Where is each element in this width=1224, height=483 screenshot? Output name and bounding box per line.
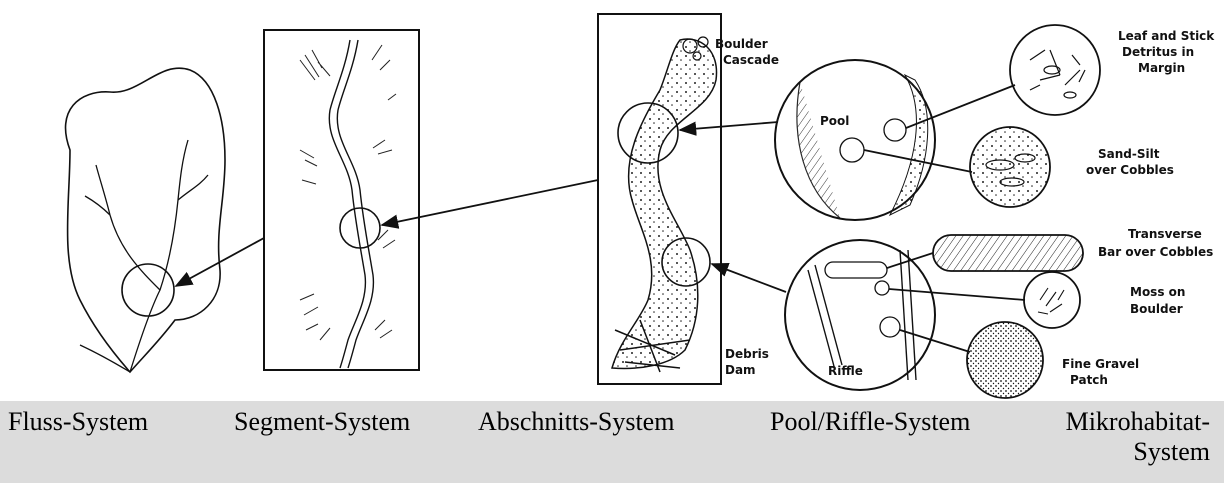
riffle-gravel-spot bbox=[880, 317, 900, 337]
line-bar-to-riffle bbox=[887, 253, 933, 268]
arrow-reach-to-segment bbox=[382, 180, 598, 225]
svg-text:Sand-Silt: Sand-Silt bbox=[1098, 147, 1160, 161]
caption-mikro-line1: Mikrohabitat- bbox=[1030, 407, 1210, 437]
micro-labels: Leaf and Stick Detritus in Margin Sand-S… bbox=[1062, 29, 1215, 387]
riffle-logs bbox=[808, 250, 916, 380]
sand-silt-view bbox=[970, 127, 1050, 207]
river-network bbox=[80, 140, 208, 372]
caption-mikro-line2: System bbox=[1030, 437, 1210, 467]
line-gravel-to-riffle bbox=[900, 330, 970, 352]
arrow-pool-to-reach bbox=[680, 122, 778, 130]
moss-view bbox=[1024, 272, 1080, 328]
svg-text:Moss on: Moss on bbox=[1130, 285, 1185, 299]
svg-text:Fine Gravel: Fine Gravel bbox=[1062, 357, 1139, 371]
label-pool: Pool bbox=[820, 114, 849, 128]
transverse-bar-view bbox=[933, 235, 1083, 271]
svg-text:Detritus in: Detritus in bbox=[1122, 45, 1194, 59]
pool-margin-spot bbox=[884, 119, 906, 141]
caption-segment-system: Segment-System bbox=[234, 407, 410, 437]
leaf-detritus-marks bbox=[1030, 50, 1085, 98]
svg-text:Leaf and Stick: Leaf and Stick bbox=[1118, 29, 1215, 43]
svg-text:Debris: Debris bbox=[725, 347, 769, 361]
svg-text:Dam: Dam bbox=[725, 363, 756, 377]
svg-text:Bar over Cobbles: Bar over Cobbles bbox=[1098, 245, 1213, 259]
caption-abschnitts-system: Abschnitts-System bbox=[478, 407, 674, 437]
caption-bar: Fluss-System Segment-System Abschnitts-S… bbox=[0, 401, 1224, 483]
caption-mikrohabitat-system: Mikrohabitat- System bbox=[1030, 407, 1210, 467]
label-riffle: Riffle bbox=[828, 364, 863, 378]
pool-bank bbox=[797, 82, 840, 218]
pool-sand-spot bbox=[840, 138, 864, 162]
fine-gravel-view bbox=[967, 322, 1043, 398]
svg-text:Boulder: Boulder bbox=[1130, 302, 1183, 316]
arrow-riffle-to-reach bbox=[712, 264, 786, 292]
svg-text:Transverse: Transverse bbox=[1128, 227, 1202, 241]
svg-text:over Cobbles: over Cobbles bbox=[1086, 163, 1174, 177]
label-boulder-cascade: Boulder bbox=[715, 37, 768, 51]
caption-pool-riffle-system: Pool/Riffle-System bbox=[770, 407, 970, 437]
segment-focus-circle bbox=[122, 264, 174, 316]
pool-dotted-bar bbox=[890, 75, 928, 215]
segment-panel bbox=[264, 30, 419, 370]
svg-text:Cascade: Cascade bbox=[723, 53, 779, 67]
caption-fluss-system: Fluss-System bbox=[8, 407, 148, 437]
moss-marks bbox=[1038, 288, 1064, 314]
label-dam: Dam bbox=[725, 363, 756, 377]
svg-text:Patch: Patch bbox=[1070, 373, 1108, 387]
reach-channel bbox=[612, 39, 717, 368]
zoom-arrows bbox=[176, 85, 1025, 352]
hierarchy-diagram: Boulder Cascade Debris Dam Pool Riffle L… bbox=[0, 0, 1224, 400]
segment-vegetation bbox=[300, 45, 396, 340]
label-debris: Debris bbox=[725, 347, 769, 361]
riffle-moss-spot bbox=[875, 281, 889, 295]
svg-text:Margin: Margin bbox=[1138, 61, 1185, 75]
label-boulder-cascade-2: Cascade bbox=[723, 53, 779, 67]
riffle-bar-spot bbox=[825, 262, 887, 278]
leaf-detritus-view bbox=[1010, 25, 1100, 115]
segment-channel bbox=[329, 40, 373, 368]
line-moss-to-riffle bbox=[889, 289, 1025, 300]
